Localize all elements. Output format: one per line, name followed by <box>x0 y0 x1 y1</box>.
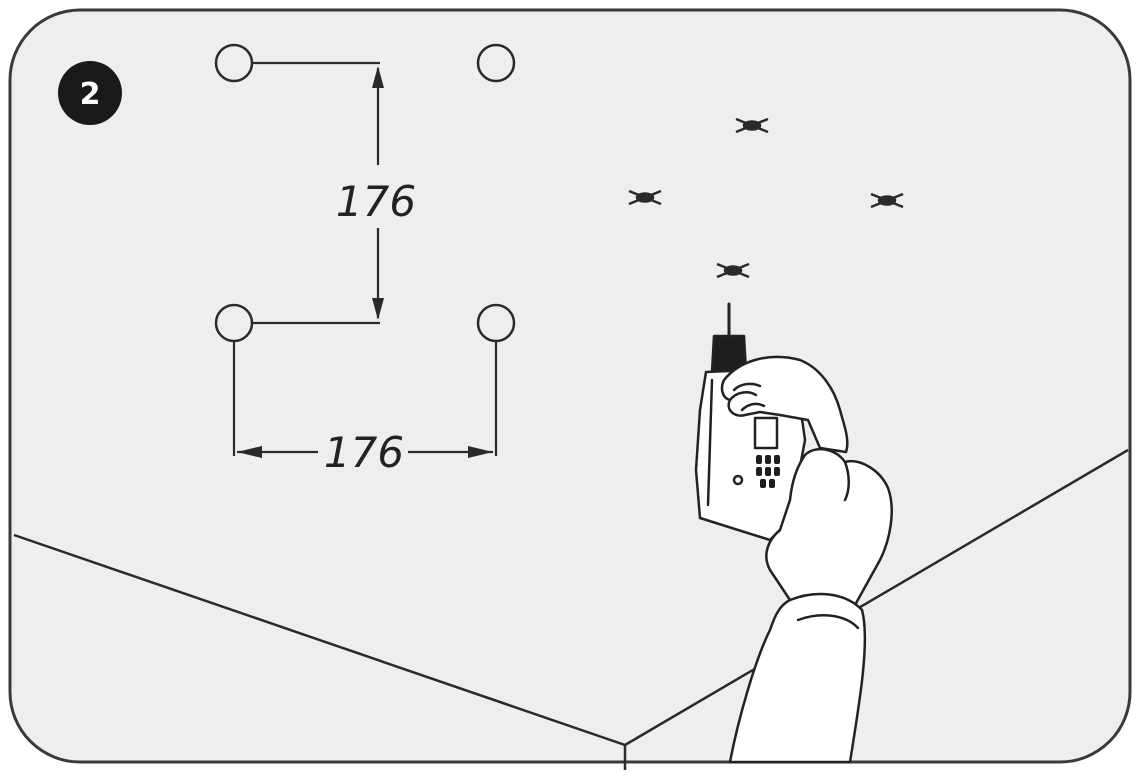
vertical-dimension-label: 176 <box>336 177 416 226</box>
drill-mark-top <box>735 117 769 134</box>
horizontal-dimension <box>232 341 498 458</box>
drill-icon <box>694 302 893 764</box>
hole-circle-top-right <box>476 43 516 83</box>
vertical-dimension <box>252 61 384 325</box>
drill-marks <box>628 117 904 279</box>
drill-mark-right <box>870 192 904 209</box>
panel-frame <box>8 8 1132 764</box>
step-number: 2 <box>80 77 101 112</box>
room-edges <box>13 448 1129 770</box>
step-badge: 2 <box>58 61 122 125</box>
drill-mark-left <box>628 189 662 206</box>
horizontal-dimension-label: 176 <box>324 428 404 477</box>
drill-mark-bottom <box>716 262 750 279</box>
